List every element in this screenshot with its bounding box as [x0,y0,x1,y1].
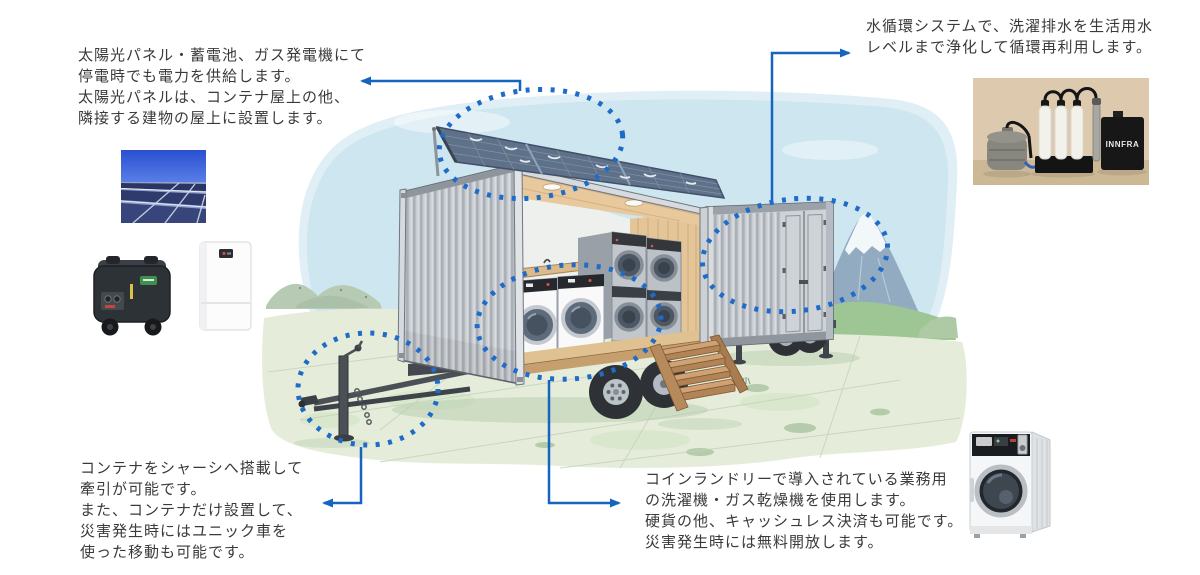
annotation-line: 牽引が可能です。 [80,481,207,498]
ceiling-light [542,183,562,191]
water-system-brand-label: INNFRA [1106,140,1140,149]
treatment-unit-illustration: INNFRA [1101,111,1144,170]
annotation-line: 太陽光パネルは、コンテナ屋上の他、 [78,89,351,106]
annotation-line: また、コンテナだけ設置して、 [80,502,303,519]
annotation-line: 隣接する建物の屋上に設置します。 [78,110,333,127]
annotation-line: 太陽光パネル・蓄電池、ガス発電機にて [78,47,367,64]
container-side-wall [397,161,525,386]
trailer-hitch-illustration [298,340,471,442]
distant-hills [266,283,382,309]
door-hinges [782,220,827,319]
annotation-line: レベルまで浄化して循環再利用します。 [866,39,1153,56]
solar-panel-photo [121,150,206,223]
annotation-laundry-note: コインランドリーで導入されている業務用 の洗濯機・ガス乾燥機を使用します。 硬貨… [645,469,963,553]
storage-battery-photo [199,241,252,331]
annotation-power-note: 太陽光パネル・蓄電池、ガス発電機にて 停電時でも電力を供給します。 太陽光パネル… [78,45,366,129]
highlight-ellipse-washers [474,262,664,382]
highlight-ellipse-hitch [295,330,441,448]
water-tank-illustration [987,127,1027,170]
water-recycling-photo: INNFRA [973,78,1149,185]
highlight-ellipse-container [699,195,891,315]
arrow-chassis [322,447,363,508]
faucet [543,258,551,264]
container-laundry-illustration [262,48,967,508]
annotation-line: 災害発生時にはユニック車を [80,523,289,540]
annotation-line: 硬貨の他、キャッシュレス決済も可能です。 [645,513,964,530]
arrow-water [770,48,851,200]
annotation-line: の洗濯機・ガス乾燥機を使用します。 [645,492,916,509]
annotation-line: コインランドリーで導入されている業務用 [645,471,948,488]
laundry-container-illustration [397,125,726,386]
annotation-line: コンテナをシャーシへ搭載して [80,460,304,477]
mount-fuji [800,213,958,340]
commercial-washer-photo [969,431,1051,538]
filter-cylinders-illustration [1038,98,1101,162]
annotation-line: 使った移動も可能です。 [80,544,255,561]
annotation-line: 災害発生時には無料開放します。 [645,534,884,551]
storage-container-illustration [705,201,836,365]
solar-panels-illustration [432,125,726,199]
washer-illustration [517,273,605,369]
gas-generator-photo [93,256,171,336]
annotation-water-note: 水循環システムで、洗濯排水を生活用水 レベルまで浄化して循環再利用します。 [866,16,1153,58]
arrow-laundry [547,380,621,508]
highlight-ellipse-solar [436,86,626,202]
annotation-chassis-note: コンテナをシャーシへ搭載して 牽引が可能です。 また、コンテナだけ設置して、 災… [80,458,303,563]
safety-chain [354,388,372,425]
annotation-line: 停電時でも電力を供給します。 [78,68,301,85]
arrow-power [360,76,522,91]
ceiling-light [624,199,644,207]
steps-illustration [649,334,749,412]
dryer-stack-illustration [578,231,682,344]
annotation-line: 水循環システムで、洗濯排水を生活用水 [866,18,1153,35]
